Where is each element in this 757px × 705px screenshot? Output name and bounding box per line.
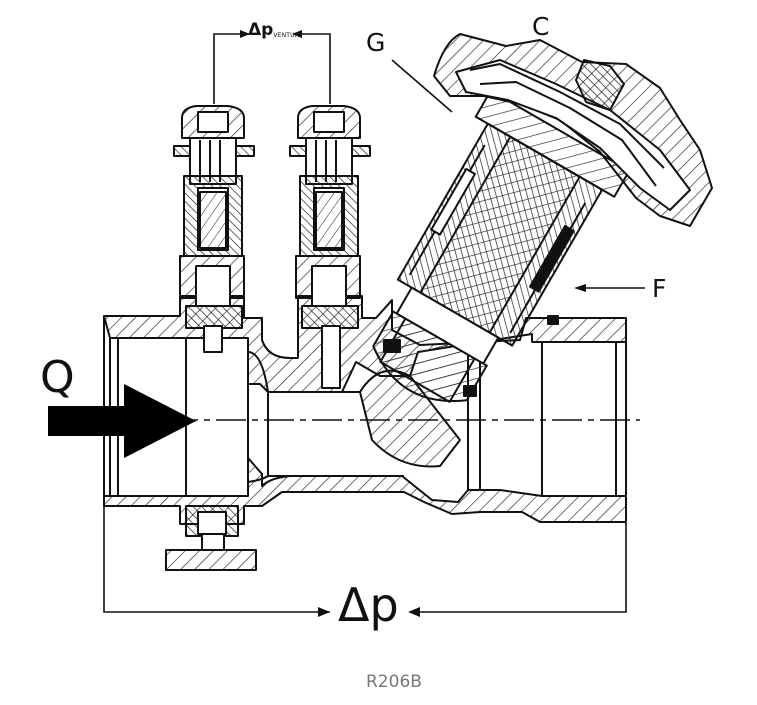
test-point-right	[289, 105, 371, 389]
valve-bonnet	[372, 89, 631, 403]
valve-body-top	[103, 295, 627, 393]
valve-body-bottom	[103, 457, 627, 525]
dp-dimension	[103, 506, 627, 613]
arrow-left-icon	[240, 30, 250, 38]
figure-caption: R206B	[366, 672, 422, 692]
arrow-right-icon	[292, 30, 302, 38]
valve-seat	[359, 369, 461, 468]
flow-label: Q	[40, 352, 75, 403]
venturi-dp-subscript: VENTURI	[273, 32, 302, 39]
drain-plug	[165, 505, 257, 571]
dimension-arrow-icon	[318, 607, 330, 617]
leader-g	[391, 59, 453, 113]
dimension-arrow-icon	[408, 607, 420, 617]
component-label-c: C	[532, 12, 550, 41]
venturi-throat	[247, 351, 269, 483]
component-label-g: G	[366, 28, 386, 57]
pressure-drop-label: Δp	[334, 582, 403, 628]
component-label-f: F	[652, 274, 667, 303]
venturi-pressure-label: ΔpVENTURI	[248, 22, 301, 39]
handle-cap	[433, 33, 713, 227]
dp-venturi-bracket	[213, 33, 331, 104]
flow-arrow-icon	[48, 384, 196, 458]
venturi-dp-main: Δp	[248, 20, 274, 40]
test-point-left	[173, 105, 255, 353]
